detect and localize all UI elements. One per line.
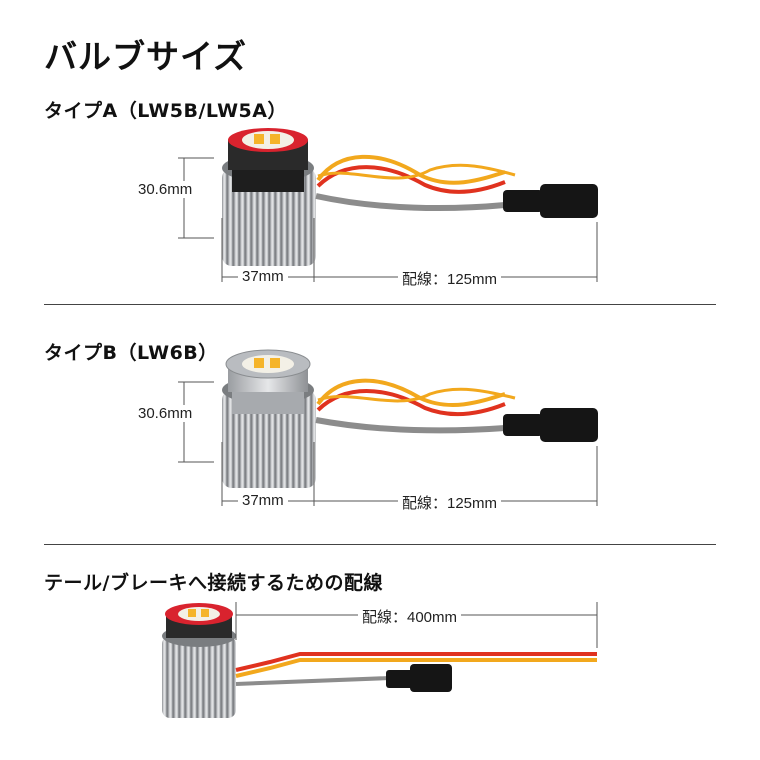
wire-length-label-type-b: 配線：125mm [398, 492, 502, 513]
heatsink-body [162, 636, 236, 718]
height-label-type-b: 30.6mm [134, 405, 197, 422]
diameter-label-type-b: 37mm [238, 492, 288, 509]
section-title-type-a: タイプA（LW5B/LW5A） [44, 100, 287, 122]
wire-length-label-type-a: 配線：125mm [398, 268, 502, 289]
silver-ring [225, 349, 311, 379]
section-title-type-b: タイプB（LW6B） [44, 342, 218, 364]
connector-main [540, 184, 598, 218]
bulb-head [228, 140, 308, 170]
red-ring [165, 603, 233, 625]
bulb-type-b [178, 349, 598, 506]
divider [44, 544, 716, 545]
connector-main [540, 408, 598, 442]
bulb-head [166, 614, 232, 638]
wire-yellow [235, 658, 597, 678]
connector-main [410, 664, 452, 692]
diameter-label-type-a: 37mm [238, 268, 288, 285]
wire-red [316, 165, 506, 194]
led-chip [242, 131, 294, 149]
bulb-head [228, 364, 308, 392]
red-ring [228, 128, 308, 152]
bulb-type-a [178, 128, 598, 282]
section-title-wiring: テール/ブレーキへ接続するための配線 [44, 572, 383, 594]
wire-red [316, 389, 506, 417]
wire-yellow [316, 154, 506, 185]
wire-gray [235, 676, 391, 686]
divider [44, 304, 716, 305]
wire-length-label-400: 配線：400mm [358, 606, 462, 627]
led-chip [178, 607, 220, 621]
wire-yellow [316, 378, 506, 407]
led-chip [242, 355, 294, 373]
height-label-type-a: 30.6mm [134, 181, 197, 198]
connector-small [503, 414, 543, 436]
connector-small [503, 190, 543, 212]
wire-gray [315, 193, 506, 212]
wire-red [235, 652, 597, 672]
heatsink-body [222, 390, 316, 488]
heatsink-body [222, 168, 316, 266]
wire-gray [315, 417, 506, 434]
page-title: バルブサイズ [44, 37, 248, 76]
connector-small [386, 670, 414, 688]
